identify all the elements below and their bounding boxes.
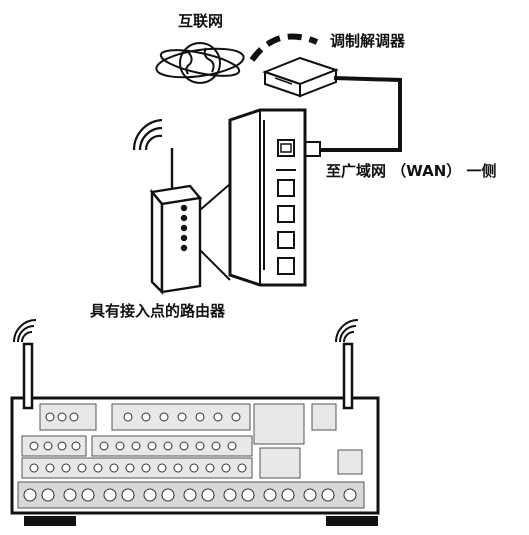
modem-icon: [262, 56, 339, 98]
globe-icon: [155, 42, 245, 84]
wireless-link: [249, 33, 319, 62]
wan-cable: [320, 76, 402, 152]
wan-side-label: 至广域网 （WAN） 一侧: [326, 162, 497, 180]
router-label: 具有接入点的路由器: [90, 302, 226, 320]
router-icon: [149, 148, 203, 295]
modem-label: 调制解调器: [330, 32, 406, 50]
callout-lines: [199, 183, 231, 281]
internet-label: 互联网: [178, 12, 224, 30]
receiver-icon: [10, 319, 380, 526]
router-panel-zoom: [228, 108, 307, 287]
wifi-signal-icon: [132, 118, 163, 151]
